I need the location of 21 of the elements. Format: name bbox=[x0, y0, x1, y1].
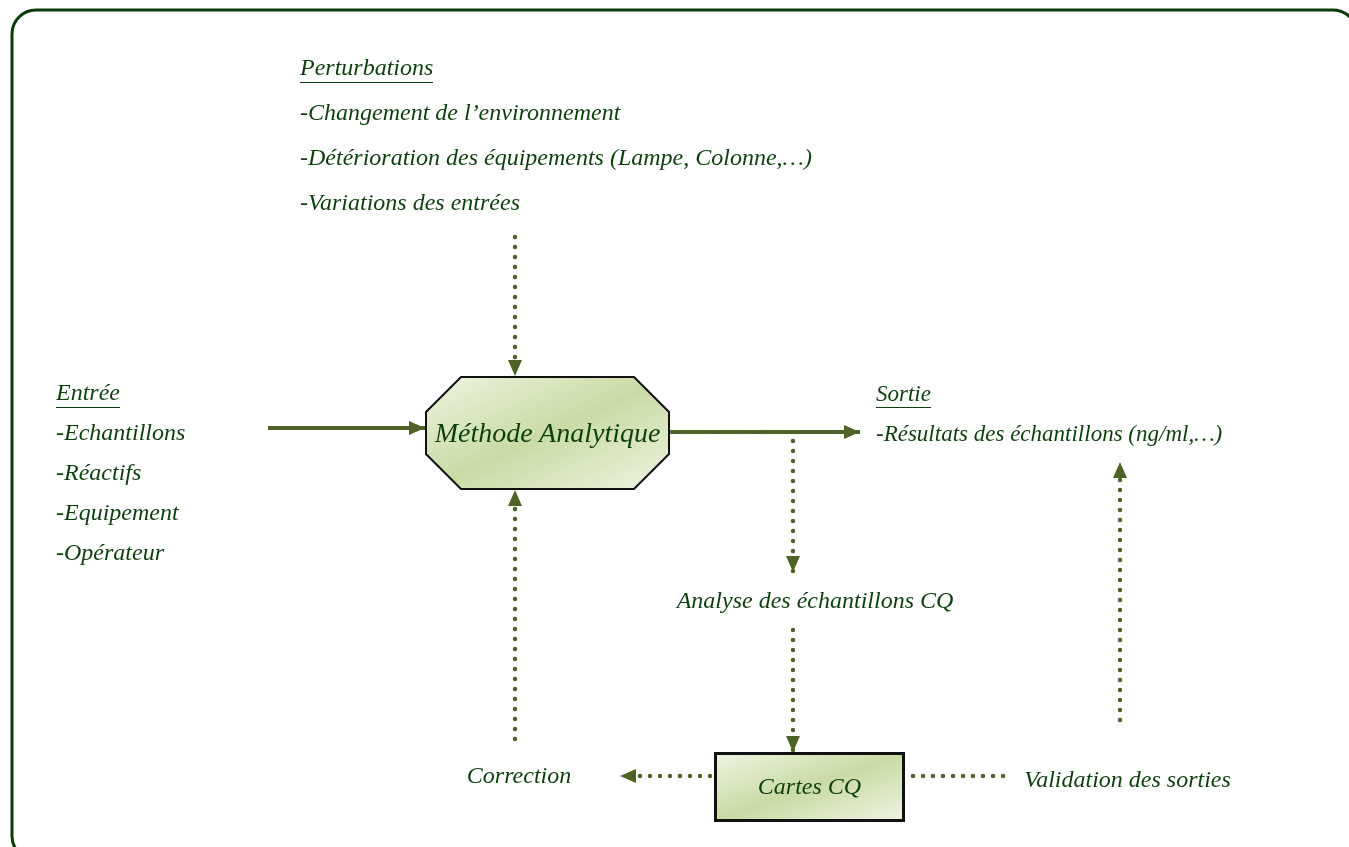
list-item: -Echantillons bbox=[56, 418, 187, 447]
list-item: -Changement de l’environnement bbox=[300, 98, 622, 127]
list-item: -Equipement bbox=[56, 498, 180, 527]
node-label: Méthode Analytique bbox=[434, 415, 661, 450]
section-heading: Perturbations bbox=[300, 45, 1020, 90]
process-octagon bbox=[425, 376, 670, 490]
arrow bbox=[672, 425, 860, 439]
list-item: -Opérateur bbox=[56, 538, 165, 567]
node-text: Validation des sorties bbox=[1024, 765, 1231, 795]
arrow bbox=[268, 421, 425, 435]
list-item: -Réactifs bbox=[56, 458, 143, 487]
section-heading: Entrée bbox=[56, 372, 258, 412]
dotted-arrow bbox=[669, 429, 800, 575]
list-item: -Variations des entrées bbox=[300, 188, 521, 217]
section-heading: Sortie bbox=[876, 374, 1346, 414]
process-box bbox=[714, 752, 905, 822]
list-item: -Détérioration des équipements (Lampe, Colonne,…) bbox=[300, 143, 813, 172]
list-item: -Résultats des échantillons (ng/ml,…) bbox=[876, 420, 1224, 448]
node-text: Analyse des échantillons CQ bbox=[676, 586, 954, 616]
node-text: Correction bbox=[466, 761, 572, 791]
node-label: Cartes CQ bbox=[757, 772, 862, 802]
